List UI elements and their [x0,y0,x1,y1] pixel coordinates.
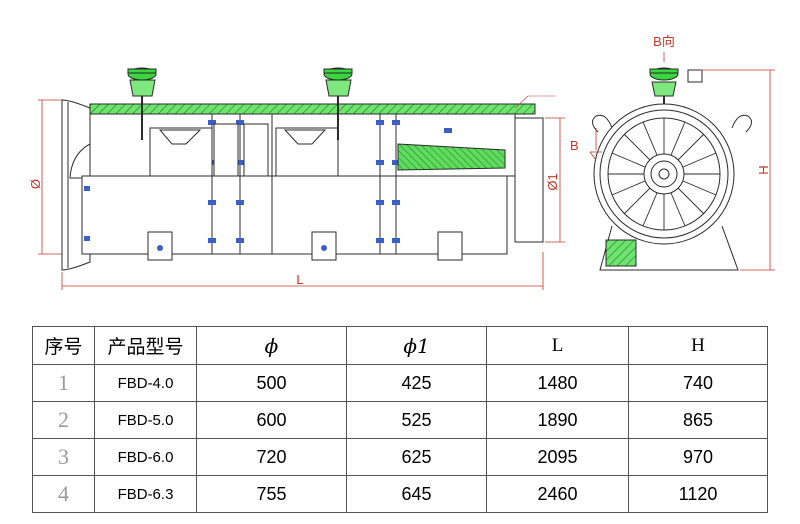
height-dimension-label: H [756,165,771,174]
row-phi1: 425 [346,364,487,402]
row-phi: 720 [196,438,347,476]
header-index: 序号 [32,326,95,365]
table-row: 1 FBD-4.0 500 425 1480 740 [32,364,768,402]
header-model: 产品型号 [94,326,197,365]
row-phi: 755 [196,475,347,513]
header-phi: ϕ [196,326,347,365]
top-band [89,103,536,115]
fan-technical-drawing: Ø Ø1 L [28,34,775,290]
row-phi1: 625 [346,438,487,476]
row-height: 740 [628,364,768,402]
row-index: 4 [32,475,95,513]
junction-box-1 [127,67,157,140]
table-row: 4 FBD-6.3 755 645 2460 1120 [32,475,768,513]
header-length: L [486,326,629,365]
motor-housing-1 [149,127,213,177]
row-height: 865 [628,401,768,439]
row-height: 970 [628,438,768,476]
table-header-row: 序号 产品型号 ϕ ϕ1 L H [32,326,768,365]
row-model: FBD-5.0 [94,401,197,439]
header-height: H [628,326,768,365]
row-phi: 500 [196,364,347,402]
row-phi1: 525 [346,401,487,439]
row-length: 1480 [486,364,629,402]
row-model: FBD-4.0 [94,364,197,402]
phi-dimension-label: Ø [28,179,43,189]
row-phi: 600 [196,401,347,439]
row-model: FBD-6.3 [94,475,197,513]
header-phi1: ϕ1 [346,326,487,365]
row-phi1: 645 [346,475,487,513]
junction-box-2 [323,67,353,140]
end-view-dimensions [589,52,775,271]
row-length: 2460 [486,475,629,513]
diffuser-cone [397,143,506,171]
view-b-label: B向 [653,34,675,49]
spec-table: 序号 产品型号 ϕ ϕ1 L H 1 FBD-4.0 500 425 1480 … [32,326,768,513]
outlet-section [514,117,544,243]
row-model: FBD-6.0 [94,438,197,476]
side-view [61,67,556,271]
table-row: 2 FBD-5.0 600 525 1890 865 [32,401,768,439]
row-height: 1120 [628,475,768,513]
table-row: 3 FBD-6.0 720 625 2095 970 [32,438,768,476]
row-length: 1890 [486,401,629,439]
side-view-dimensions [38,99,565,290]
guide-vanes [608,118,720,230]
row-index: 2 [32,401,95,439]
row-length: 2095 [486,438,629,476]
b-section-label: B [570,138,579,153]
row-index: 1 [32,364,95,402]
motor-housing-2 [275,127,339,177]
phi1-dimension-label: Ø1 [545,173,560,190]
mount-feet [147,231,463,261]
end-view [592,67,752,271]
row-index: 3 [32,438,95,476]
length-dimension-label: L [296,272,303,287]
